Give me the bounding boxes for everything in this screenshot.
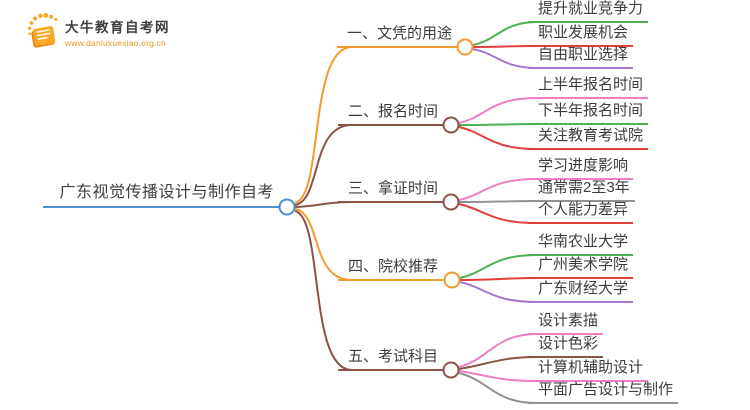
book-logo-icon bbox=[27, 13, 58, 48]
branch1-junction-circle bbox=[456, 38, 474, 56]
child-node-5-4: 平面广告设计与制作 bbox=[528, 380, 679, 404]
branch4-junction-circle bbox=[443, 271, 461, 289]
root-junction-circle bbox=[278, 198, 296, 216]
logo-text: 大牛教育自考网 www.daniuxuexiao.org.cn bbox=[65, 16, 170, 48]
child-node-3-2: 通常需2至3年 bbox=[528, 178, 635, 202]
child-node-5-1: 设计素描 bbox=[528, 311, 604, 335]
child-node-4-3: 广东财经大学 bbox=[528, 279, 634, 303]
child-node-2-1: 上半年报名时间 bbox=[528, 75, 649, 99]
branch2-junction-circle bbox=[442, 116, 460, 134]
branch-node-3: 三、拿证时间 bbox=[337, 179, 443, 203]
child-node-4-2: 广州美术学院 bbox=[528, 255, 634, 279]
branch-node-1: 一、文凭的用途 bbox=[336, 24, 457, 48]
logo-url: www.daniuxuexiao.org.cn bbox=[65, 38, 166, 48]
child-node-5-3: 计算机辅助设计 bbox=[528, 358, 649, 382]
child-node-1-1: 提升就业竞争力 bbox=[528, 0, 649, 23]
child-node-3-3: 个人能力差异 bbox=[528, 200, 634, 224]
branch5-junction-circle bbox=[442, 361, 460, 379]
child-node-4-1: 华南农业大学 bbox=[528, 232, 634, 256]
branch-node-4: 四、院校推荐 bbox=[337, 257, 443, 281]
logo-title: 大牛教育自考网 bbox=[65, 20, 170, 35]
child-node-3-1: 学习进度影响 bbox=[528, 156, 634, 180]
child-node-5-2: 设计色彩 bbox=[528, 334, 604, 358]
branch-node-2: 二、报名时间 bbox=[337, 102, 443, 126]
root-node: 广东视觉传播设计与制作自考 bbox=[43, 182, 280, 208]
site-logo: 大牛教育自考网 www.daniuxuexiao.org.cn bbox=[26, 12, 170, 52]
child-node-1-3: 自由职业选择 bbox=[528, 45, 634, 69]
child-node-2-2: 下半年报名时间 bbox=[528, 101, 649, 125]
child-node-2-3: 关注教育考试院 bbox=[528, 126, 649, 150]
child-node-1-2: 职业发展机会 bbox=[528, 23, 634, 47]
branch3-junction-circle bbox=[442, 193, 460, 211]
branch-node-5: 五、考试科目 bbox=[337, 347, 443, 371]
